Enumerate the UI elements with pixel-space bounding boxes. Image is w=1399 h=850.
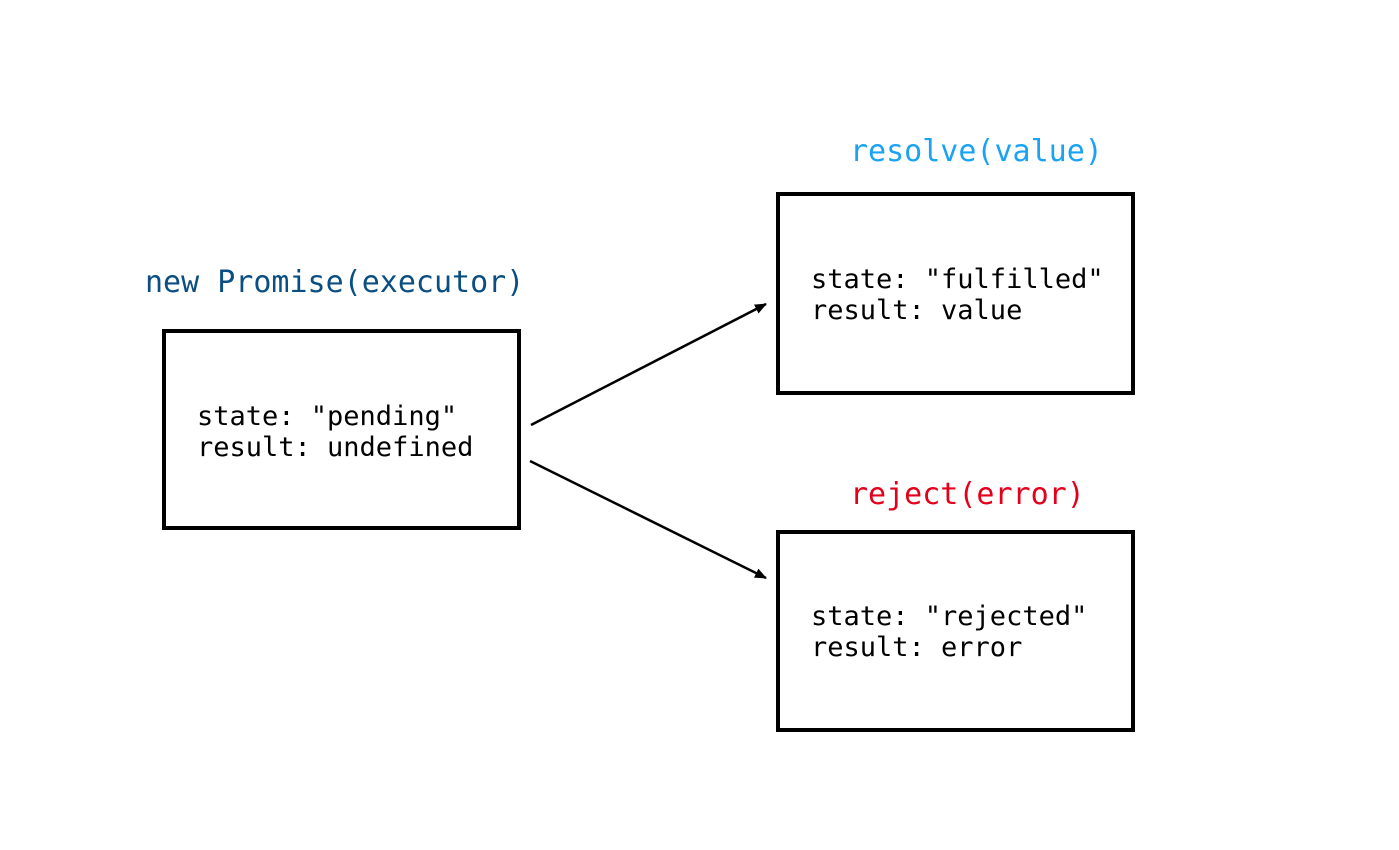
fulfilled-state-box: state: "fulfilled" result: value [776,192,1135,395]
resolve-caption: resolve(value) [850,134,1103,169]
rejected-state-box: state: "rejected" result: error [776,530,1135,732]
fulfilled-result-line: result: value [811,295,1023,326]
pending-caption: new Promise(executor) [145,265,525,300]
pending-result-line: result: undefined [197,432,474,463]
rejected-result-line: result: error [811,632,1023,663]
reject-arrow [529,459,767,580]
pending-state-box: state: "pending" result: undefined [162,329,521,530]
resolve-arrow [530,302,767,427]
reject-caption: reject(error) [850,477,1085,512]
pending-state-line: state: "pending" [197,401,458,432]
fulfilled-state-line: state: "fulfilled" [811,264,1104,295]
rejected-state-line: state: "rejected" [811,601,1088,632]
